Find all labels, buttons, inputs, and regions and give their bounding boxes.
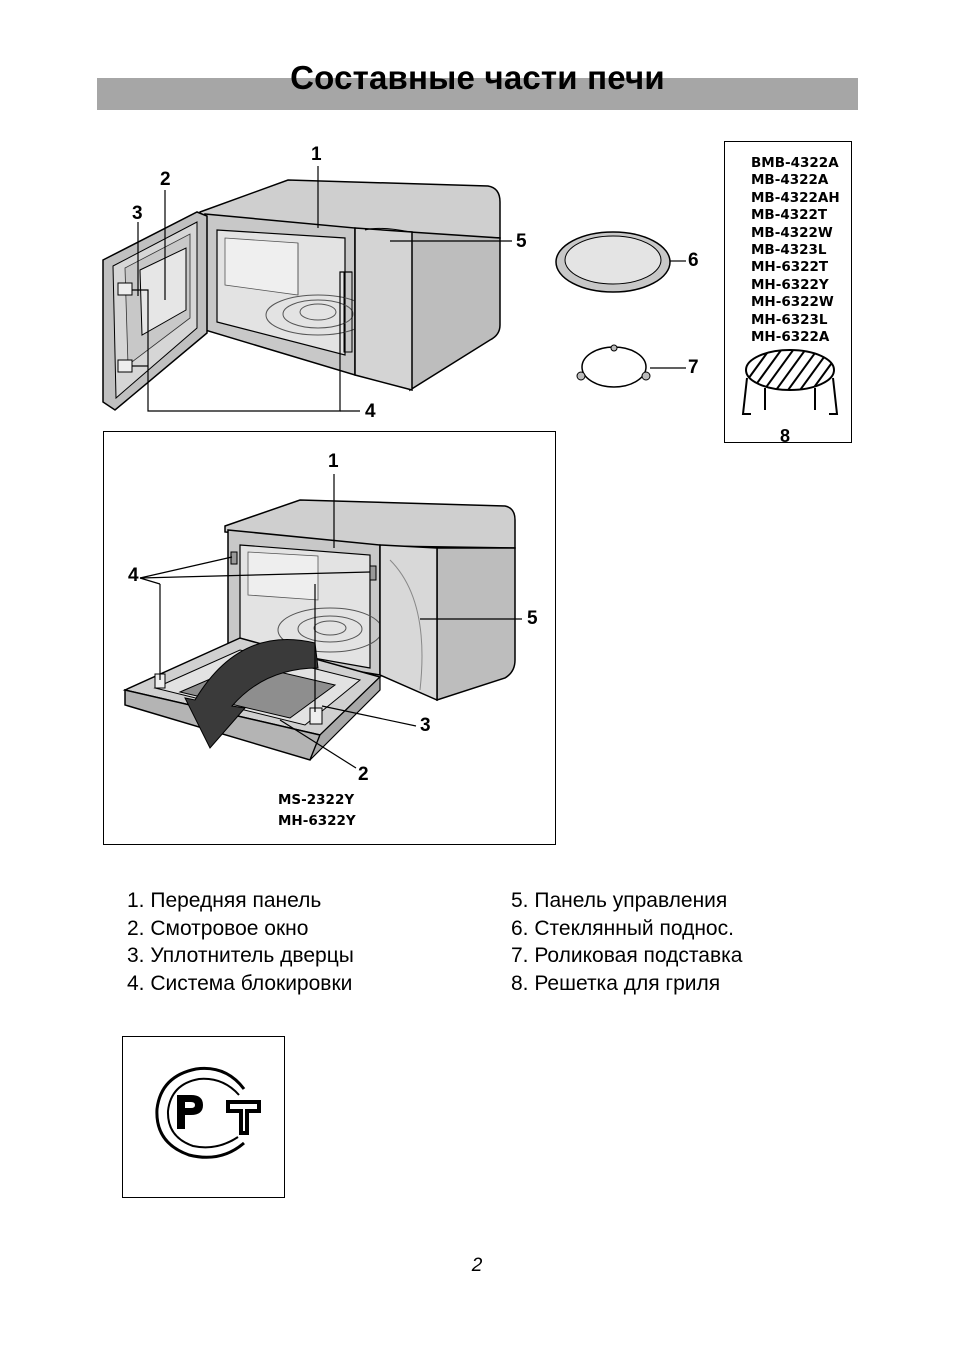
callout-1: 1 (311, 144, 322, 165)
models-box: BMB-4322A MB-4322A MB-4322AH MB-4322T MB… (724, 141, 852, 446)
grill-rack-illustration (741, 349, 839, 415)
model-item: MB-4322AH (751, 189, 840, 206)
legend-left: 1. Передняя панель 2. Смотровое окно 3. … (127, 887, 354, 997)
legend-item: 2. Смотровое окно (127, 916, 309, 940)
model-item: MH-6322A (751, 329, 830, 346)
legend-item: 5. Панель управления (511, 889, 728, 912)
page-number: 2 (471, 1255, 483, 1276)
model-item: MB-4322W (751, 224, 833, 241)
callout-3: 3 (132, 203, 143, 224)
model-item: MB-4322A (751, 172, 829, 189)
dropdown-door-figure-box (103, 431, 556, 845)
model-item: MH-6322W (751, 294, 834, 311)
callout-8: 8 (780, 426, 791, 446)
model-item: MH-6322T (751, 259, 829, 276)
model-item: BMB-4322A (751, 155, 839, 171)
legend-item: 4. Система блокировки (127, 971, 353, 995)
rst-certification-mark (155, 1066, 261, 1159)
legend-item: 1. Передняя панель (127, 889, 322, 912)
certification-logo-box (122, 1036, 285, 1198)
callout-2: 2 (160, 169, 171, 190)
callout-3: 3 (420, 715, 431, 736)
microwave-dropdown-door-illustration (122, 474, 522, 769)
legend-item: 6. Стеклянный поднос. (511, 916, 734, 940)
legend-item: 7. Роликовая подставка (511, 944, 743, 967)
models-list: BMB-4322A MB-4322A MB-4322AH MB-4322T MB… (751, 155, 840, 346)
page-title: Составные части печи (290, 59, 665, 96)
legend-right: 5. Панель управления 6. Стеклянный подно… (511, 887, 742, 997)
callout-4: 4 (365, 401, 376, 422)
model-item: MB-4322T (751, 207, 828, 224)
roller-ring-illustration (576, 344, 686, 388)
legend-item: 8. Решетка для гриля (511, 971, 721, 995)
callout-7: 7 (688, 357, 699, 378)
model-item: MH-6323L (751, 311, 828, 328)
callout-2: 2 (358, 764, 369, 785)
model-item: MH-6322Y (751, 276, 829, 293)
model-item: MS-2322Y (278, 792, 355, 808)
callout-5: 5 (516, 231, 527, 252)
callout-6: 6 (688, 250, 699, 271)
callout-5: 5 (527, 608, 538, 629)
model-item: MB-4323L (751, 242, 827, 259)
callout-4: 4 (128, 565, 139, 586)
microwave-open-door-illustration (102, 166, 512, 412)
legend-item: 3. Уплотнитель дверцы (127, 944, 354, 967)
figure2-models: MS-2322Y MH-6322Y (278, 790, 356, 832)
glass-tray-illustration (555, 231, 686, 293)
callout-1: 1 (328, 451, 339, 472)
model-item: MH-6322Y (278, 813, 356, 829)
title-bar (97, 78, 858, 110)
